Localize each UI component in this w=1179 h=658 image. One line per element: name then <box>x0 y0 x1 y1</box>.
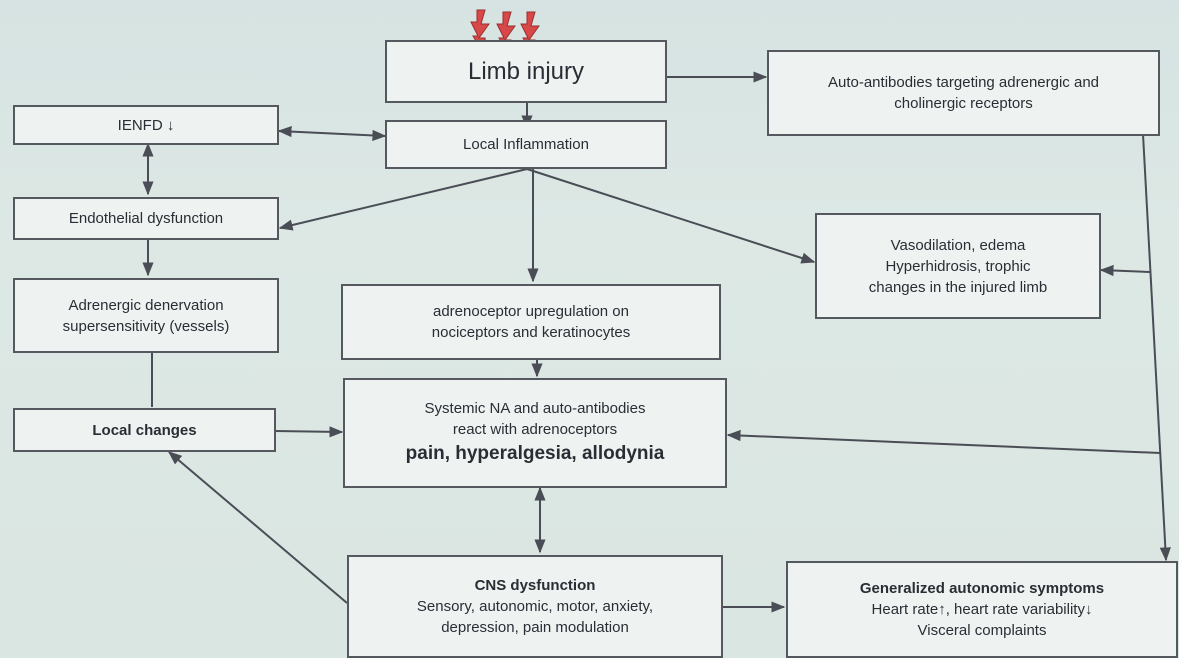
generalized-autonomic-line-2: Visceral complaints <box>917 622 1047 639</box>
arrow-trunk-to-vasodilation <box>1099 264 1151 277</box>
local-changes-box: Local changes <box>13 408 276 452</box>
limb-injury-box: Limb injury <box>385 40 667 103</box>
arrow-cns-to-localchanges <box>167 451 348 604</box>
arrow-inflammation-to-endothelial <box>278 168 528 231</box>
auto-antibodies-line-2: cholinergic receptors <box>894 95 1033 112</box>
auto-antibodies-line-1: Auto-antibodies targeting adrenergic and <box>827 74 1100 91</box>
cns-dysfunction-box: CNS dysfunction Sensory, autonomic, moto… <box>347 555 723 658</box>
endothelial-dysfunction-label: Endothelial dysfunction <box>68 210 224 227</box>
vasodilation-line-2: Hyperhidrosis, trophic <box>885 257 1031 275</box>
ienfd-box: IENFD ↓ <box>13 105 279 145</box>
cns-dysfunction-title: CNS dysfunction <box>474 577 596 594</box>
arrow-localchanges-to-systemic <box>274 426 344 438</box>
generalized-autonomic-line-1: Heart rate↑, heart rate variability↓ <box>871 601 1093 618</box>
systemic-na-box: Systemic NA and auto-antibodies react wi… <box>343 378 727 488</box>
generalized-autonomic-title: Generalized autonomic symptoms <box>859 580 1105 597</box>
pain-hyperalgesia-label: pain, hyperalgesia, allodynia <box>405 443 665 464</box>
arrow-trunk-to-systemic <box>726 429 1161 454</box>
adrenoceptor-upregulation-box: adrenoceptor upregulation on nociceptors… <box>341 284 721 360</box>
local-inflammation-box: Local Inflammation <box>385 120 667 169</box>
generalized-autonomic-box: Generalized autonomic symptoms Heart rat… <box>786 561 1178 658</box>
systemic-line-1: Systemic NA and auto-antibodies <box>424 400 646 417</box>
adrenergic-denervation-line-1: Adrenergic denervation <box>68 296 224 314</box>
auto-antibodies-box: Auto-antibodies targeting adrenergic and… <box>767 50 1160 136</box>
local-inflammation-label: Local Inflammation <box>463 136 589 153</box>
local-changes-label: Local changes <box>92 421 197 439</box>
adrenergic-denervation-line-2: supersensitivity (vessels) <box>62 317 230 335</box>
arrow-autoantibodies-to-generalized <box>1142 133 1171 562</box>
adrenergic-denervation-box: Adrenergic denervation supersensitivity … <box>13 278 279 353</box>
adrenoceptor-upregulation-line-2: nociceptors and keratinocytes <box>431 324 631 341</box>
cns-dysfunction-line-1: Sensory, autonomic, motor, anxiety, <box>416 598 654 615</box>
vasodilation-line-1: Vasodilation, edema <box>890 236 1026 254</box>
adrenoceptor-upregulation-line-1: adrenoceptor upregulation on <box>433 303 629 320</box>
systemic-line-2: react with adrenoceptors <box>452 421 618 438</box>
endothelial-dysfunction-box: Endothelial dysfunction <box>13 197 279 240</box>
limb-injury-label: Limb injury <box>467 58 585 85</box>
vasodilation-line-3: changes in the injured limb <box>868 278 1048 296</box>
arrow-ienfd-inflammation <box>277 125 387 142</box>
ienfd-label: IENFD ↓ <box>117 116 175 134</box>
cns-dysfunction-line-2: depression, pain modulation <box>441 619 629 636</box>
arrow-inflammation-to-vasodilation <box>526 168 816 264</box>
vasodilation-box: Vasodilation, edema Hyperhidrosis, troph… <box>815 213 1101 319</box>
